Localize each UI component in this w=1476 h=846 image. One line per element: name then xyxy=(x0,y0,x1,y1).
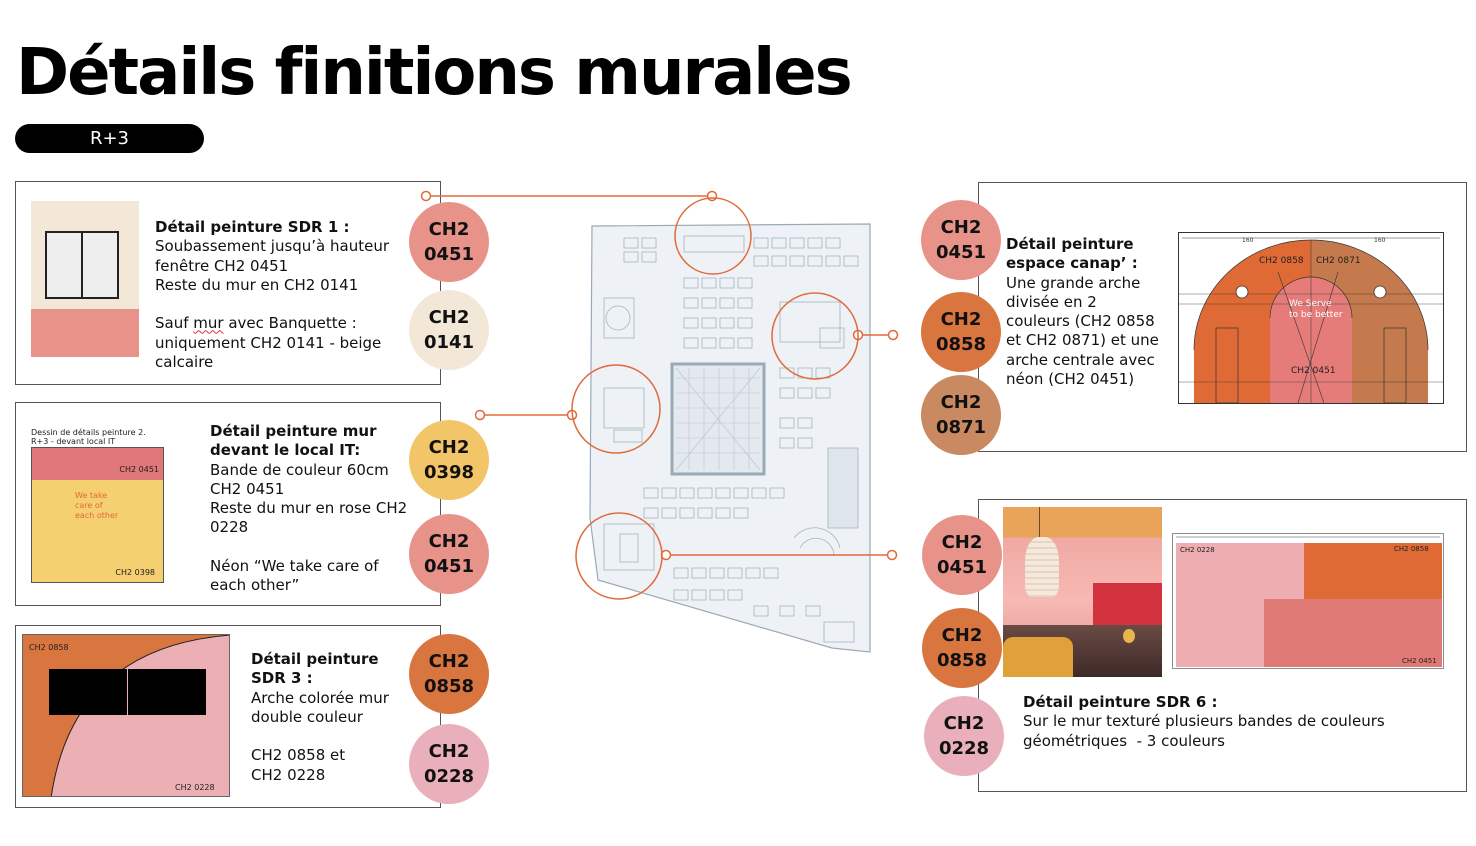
sdr1-line2: fenêtre CH2 0451 xyxy=(155,256,289,275)
it-sketch-title: Dessin de détails peinture 2. R+3 - deva… xyxy=(31,428,146,446)
sdr1-text: Détail peinture SDR 1 : Soubassement jus… xyxy=(155,218,410,372)
sdr1-wainscot xyxy=(31,309,139,357)
sdr6-photo xyxy=(1003,507,1162,677)
svg-text:CH2 0871: CH2 0871 xyxy=(1316,256,1361,266)
svg-text:CH2 0228: CH2 0228 xyxy=(1180,546,1215,554)
sdr1-line4: Sauf mur avec Banquette : xyxy=(155,314,357,333)
svg-text:160: 160 xyxy=(1242,237,1254,244)
floor-plan xyxy=(589,223,871,653)
it-lower-wall: We take care of each other CH2 0398 xyxy=(32,480,163,582)
sdr6-text: Détail peinture SDR 6 : Sur le mur textu… xyxy=(1023,693,1385,750)
svg-text:CH2 0451: CH2 0451 xyxy=(1402,657,1437,665)
sdr1-wall-sketch xyxy=(31,201,139,357)
sdr3-text: Détail peinture SDR 3 : Arche colorée mu… xyxy=(251,650,389,784)
svg-text:CH2 0858: CH2 0858 xyxy=(1259,256,1304,266)
it-band: CH2 0451 xyxy=(32,448,163,480)
svg-text:CH2 0451: CH2 0451 xyxy=(1291,366,1336,376)
floor-badge: R+3 xyxy=(15,124,204,153)
sdr6-elevation: CH2 0228 CH2 0858 CH2 0451 xyxy=(1172,533,1444,669)
sdr1-line1: Soubassement jusqu’à hauteur xyxy=(155,237,390,256)
svg-text:We Serve: We Serve xyxy=(1289,299,1332,309)
svg-text:to be better: to be better xyxy=(1289,310,1343,320)
it-wall-sketch: CH2 0451 We take care of each other CH2 … xyxy=(31,447,164,583)
page-title: Détails finitions murales xyxy=(16,36,853,110)
sdr1-heading: Détail peinture SDR 1 : xyxy=(155,218,350,236)
svg-text:CH2 0858: CH2 0858 xyxy=(1394,545,1429,553)
canap-text: Détail peinture espace canap’ : Une gran… xyxy=(1006,235,1159,389)
svg-text:160: 160 xyxy=(1374,237,1386,244)
it-text: Détail peinture mur devant le local IT: … xyxy=(210,422,408,595)
sdr1-line3: Reste du mur en CH2 0141 xyxy=(155,275,359,294)
canap-arch-elevation: 160 160 CH2 0858 CH2 0871 CH2 0451 We Se… xyxy=(1178,232,1444,404)
it-neon-sketch: We take care of each other xyxy=(75,491,119,520)
sdr3-wall-sketch: CH2 0858 CH2 0228 xyxy=(22,634,230,797)
sdr1-line6: calcaire xyxy=(155,353,214,372)
sdr1-line5: uniquement CH2 0141 - beige xyxy=(155,333,382,352)
sdr1-window xyxy=(45,231,119,299)
